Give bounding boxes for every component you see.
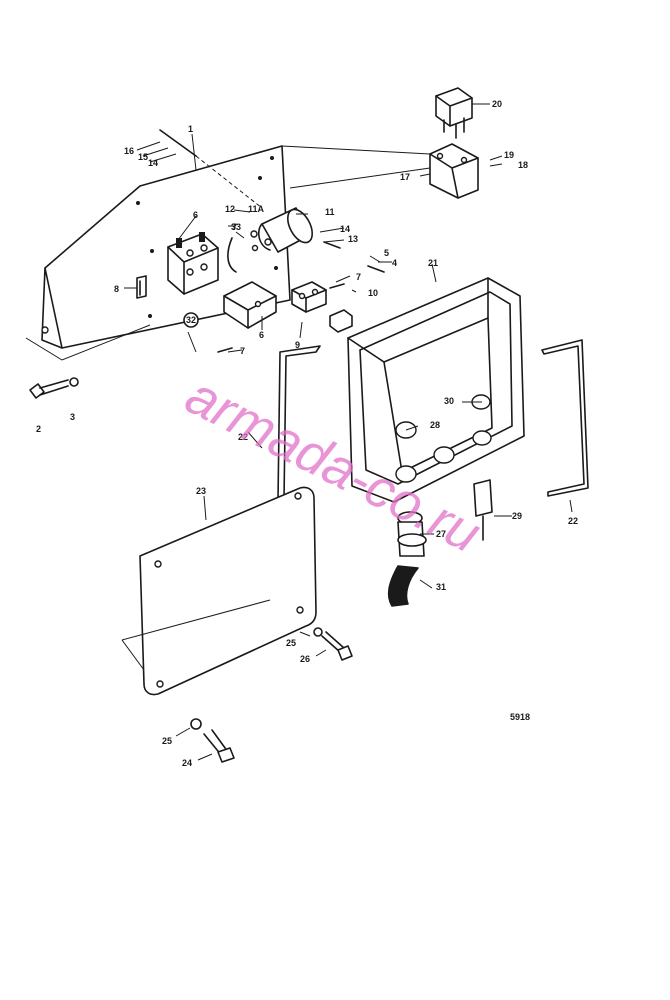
relay-20: [435, 87, 473, 139]
callout-33: 33: [231, 222, 241, 232]
hose-31: [387, 565, 419, 607]
screw-26: [313, 627, 353, 661]
callout-32: 32: [186, 315, 196, 325]
screw-7a: [217, 347, 233, 353]
callout-29: 29: [512, 511, 522, 521]
gasket-right: [541, 339, 589, 497]
callout-10: 10: [368, 288, 378, 298]
callout-11a: 11A: [248, 204, 265, 214]
screw-2: [29, 377, 79, 399]
callout-8: 8: [114, 284, 119, 294]
callout-22a: 22: [238, 432, 248, 442]
callout-16: 16: [124, 146, 134, 156]
callout-25a: 25: [162, 736, 172, 746]
callout-6a: 6: [193, 210, 198, 220]
callout-labels: 1 2 3 4 5 6 6 7 7 7 8 9 10 11 11A 12 13 …: [36, 99, 578, 768]
callout-26: 26: [300, 654, 310, 664]
solenoid-relay: [227, 207, 314, 273]
callout-1: 1: [188, 124, 193, 134]
callout-7a: 7: [240, 346, 245, 356]
callout-7b: 7: [356, 272, 361, 282]
fitting-27: [397, 511, 427, 557]
callout-2: 2: [36, 424, 41, 434]
screw-24: [190, 718, 235, 763]
callout-25b: 25: [286, 638, 296, 648]
enclosure-box: [347, 277, 525, 503]
callout-7c: 7: [232, 222, 237, 232]
terminal-block: [167, 232, 219, 295]
callout-9: 9: [295, 340, 300, 350]
terminal-block-small: [291, 281, 353, 333]
terminal-cover: [223, 281, 277, 329]
callout-14b: 14: [148, 158, 158, 168]
callout-14a: 14: [340, 224, 350, 234]
callout-15: 15: [138, 152, 148, 162]
callout-5: 5: [384, 248, 389, 258]
callout-22b: 22: [568, 516, 578, 526]
callout-27: 27: [436, 529, 446, 539]
callout-11: 11: [325, 207, 335, 217]
washer-32: [183, 312, 199, 328]
callout-24: 24: [182, 758, 192, 768]
stud-axis: [195, 155, 263, 209]
callout-17: 17: [400, 172, 410, 182]
screw-7b: [329, 283, 345, 289]
stud-16: [159, 129, 197, 157]
callout-6b: 6: [259, 330, 264, 340]
callout-18: 18: [518, 160, 528, 170]
fitting-29: [473, 479, 493, 541]
screw-4: [367, 265, 385, 273]
callout-20: 20: [492, 99, 502, 109]
cover-plate: [121, 486, 317, 696]
callout-4: 4: [392, 258, 397, 268]
callout-30: 30: [444, 396, 454, 406]
callout-31: 31: [436, 582, 446, 592]
mounting-plate: [25, 145, 291, 361]
callout-12: 12: [225, 204, 235, 214]
figure-number: 5918: [510, 712, 530, 722]
callout-23: 23: [196, 486, 206, 496]
callout-3: 3: [70, 412, 75, 422]
clip-bracket: [136, 275, 147, 299]
bracket-17: [429, 143, 479, 199]
callout-19: 19: [504, 150, 514, 160]
screw-13: [323, 241, 341, 249]
callout-13: 13: [348, 234, 358, 244]
leader-lines: [124, 103, 573, 761]
callout-21: 21: [428, 258, 438, 268]
callout-28: 28: [430, 420, 440, 430]
